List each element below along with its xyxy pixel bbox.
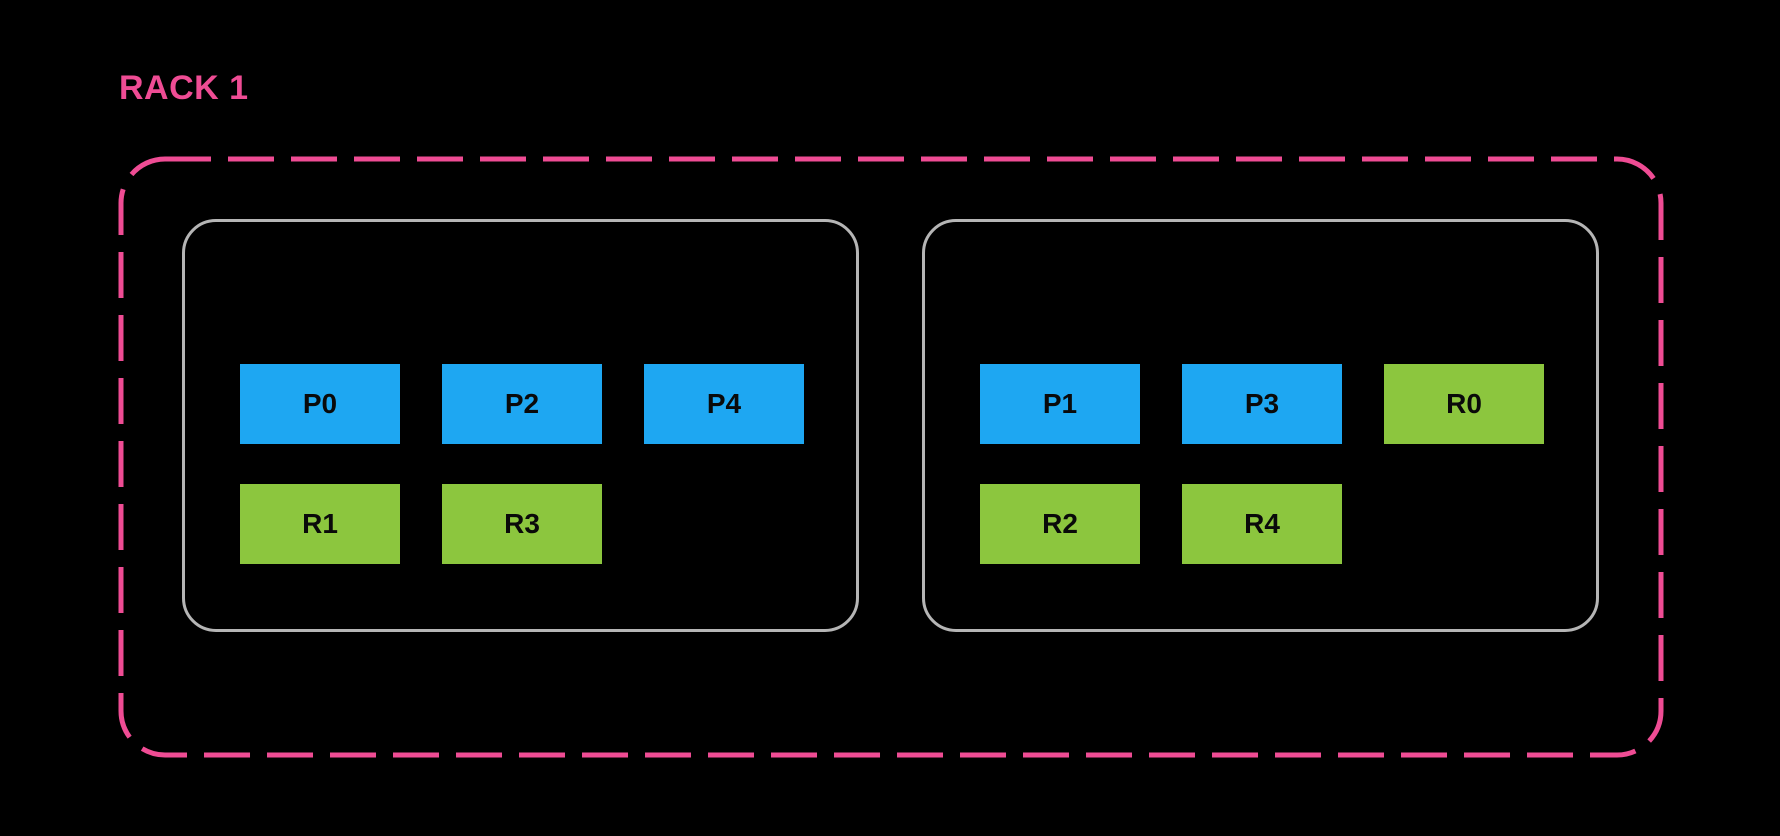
slot-empty <box>644 484 804 564</box>
slot-p0-primary: P0 <box>240 364 400 444</box>
slot-r2-replica: R2 <box>980 484 1140 564</box>
slot-r0-replica: R0 <box>1384 364 1544 444</box>
slot-p1-primary: P1 <box>980 364 1140 444</box>
slot-r3-replica: R3 <box>442 484 602 564</box>
slot-r4-replica: R4 <box>1182 484 1342 564</box>
slot-p2-primary: P2 <box>442 364 602 444</box>
rack-title: RACK 1 <box>119 69 249 107</box>
slot-r1-replica: R1 <box>240 484 400 564</box>
slot-p4-primary: P4 <box>644 364 804 444</box>
slot-empty <box>1384 484 1544 564</box>
slot-p3-primary: P3 <box>1182 364 1342 444</box>
rack-boundary-dashed-outline <box>118 156 1664 758</box>
